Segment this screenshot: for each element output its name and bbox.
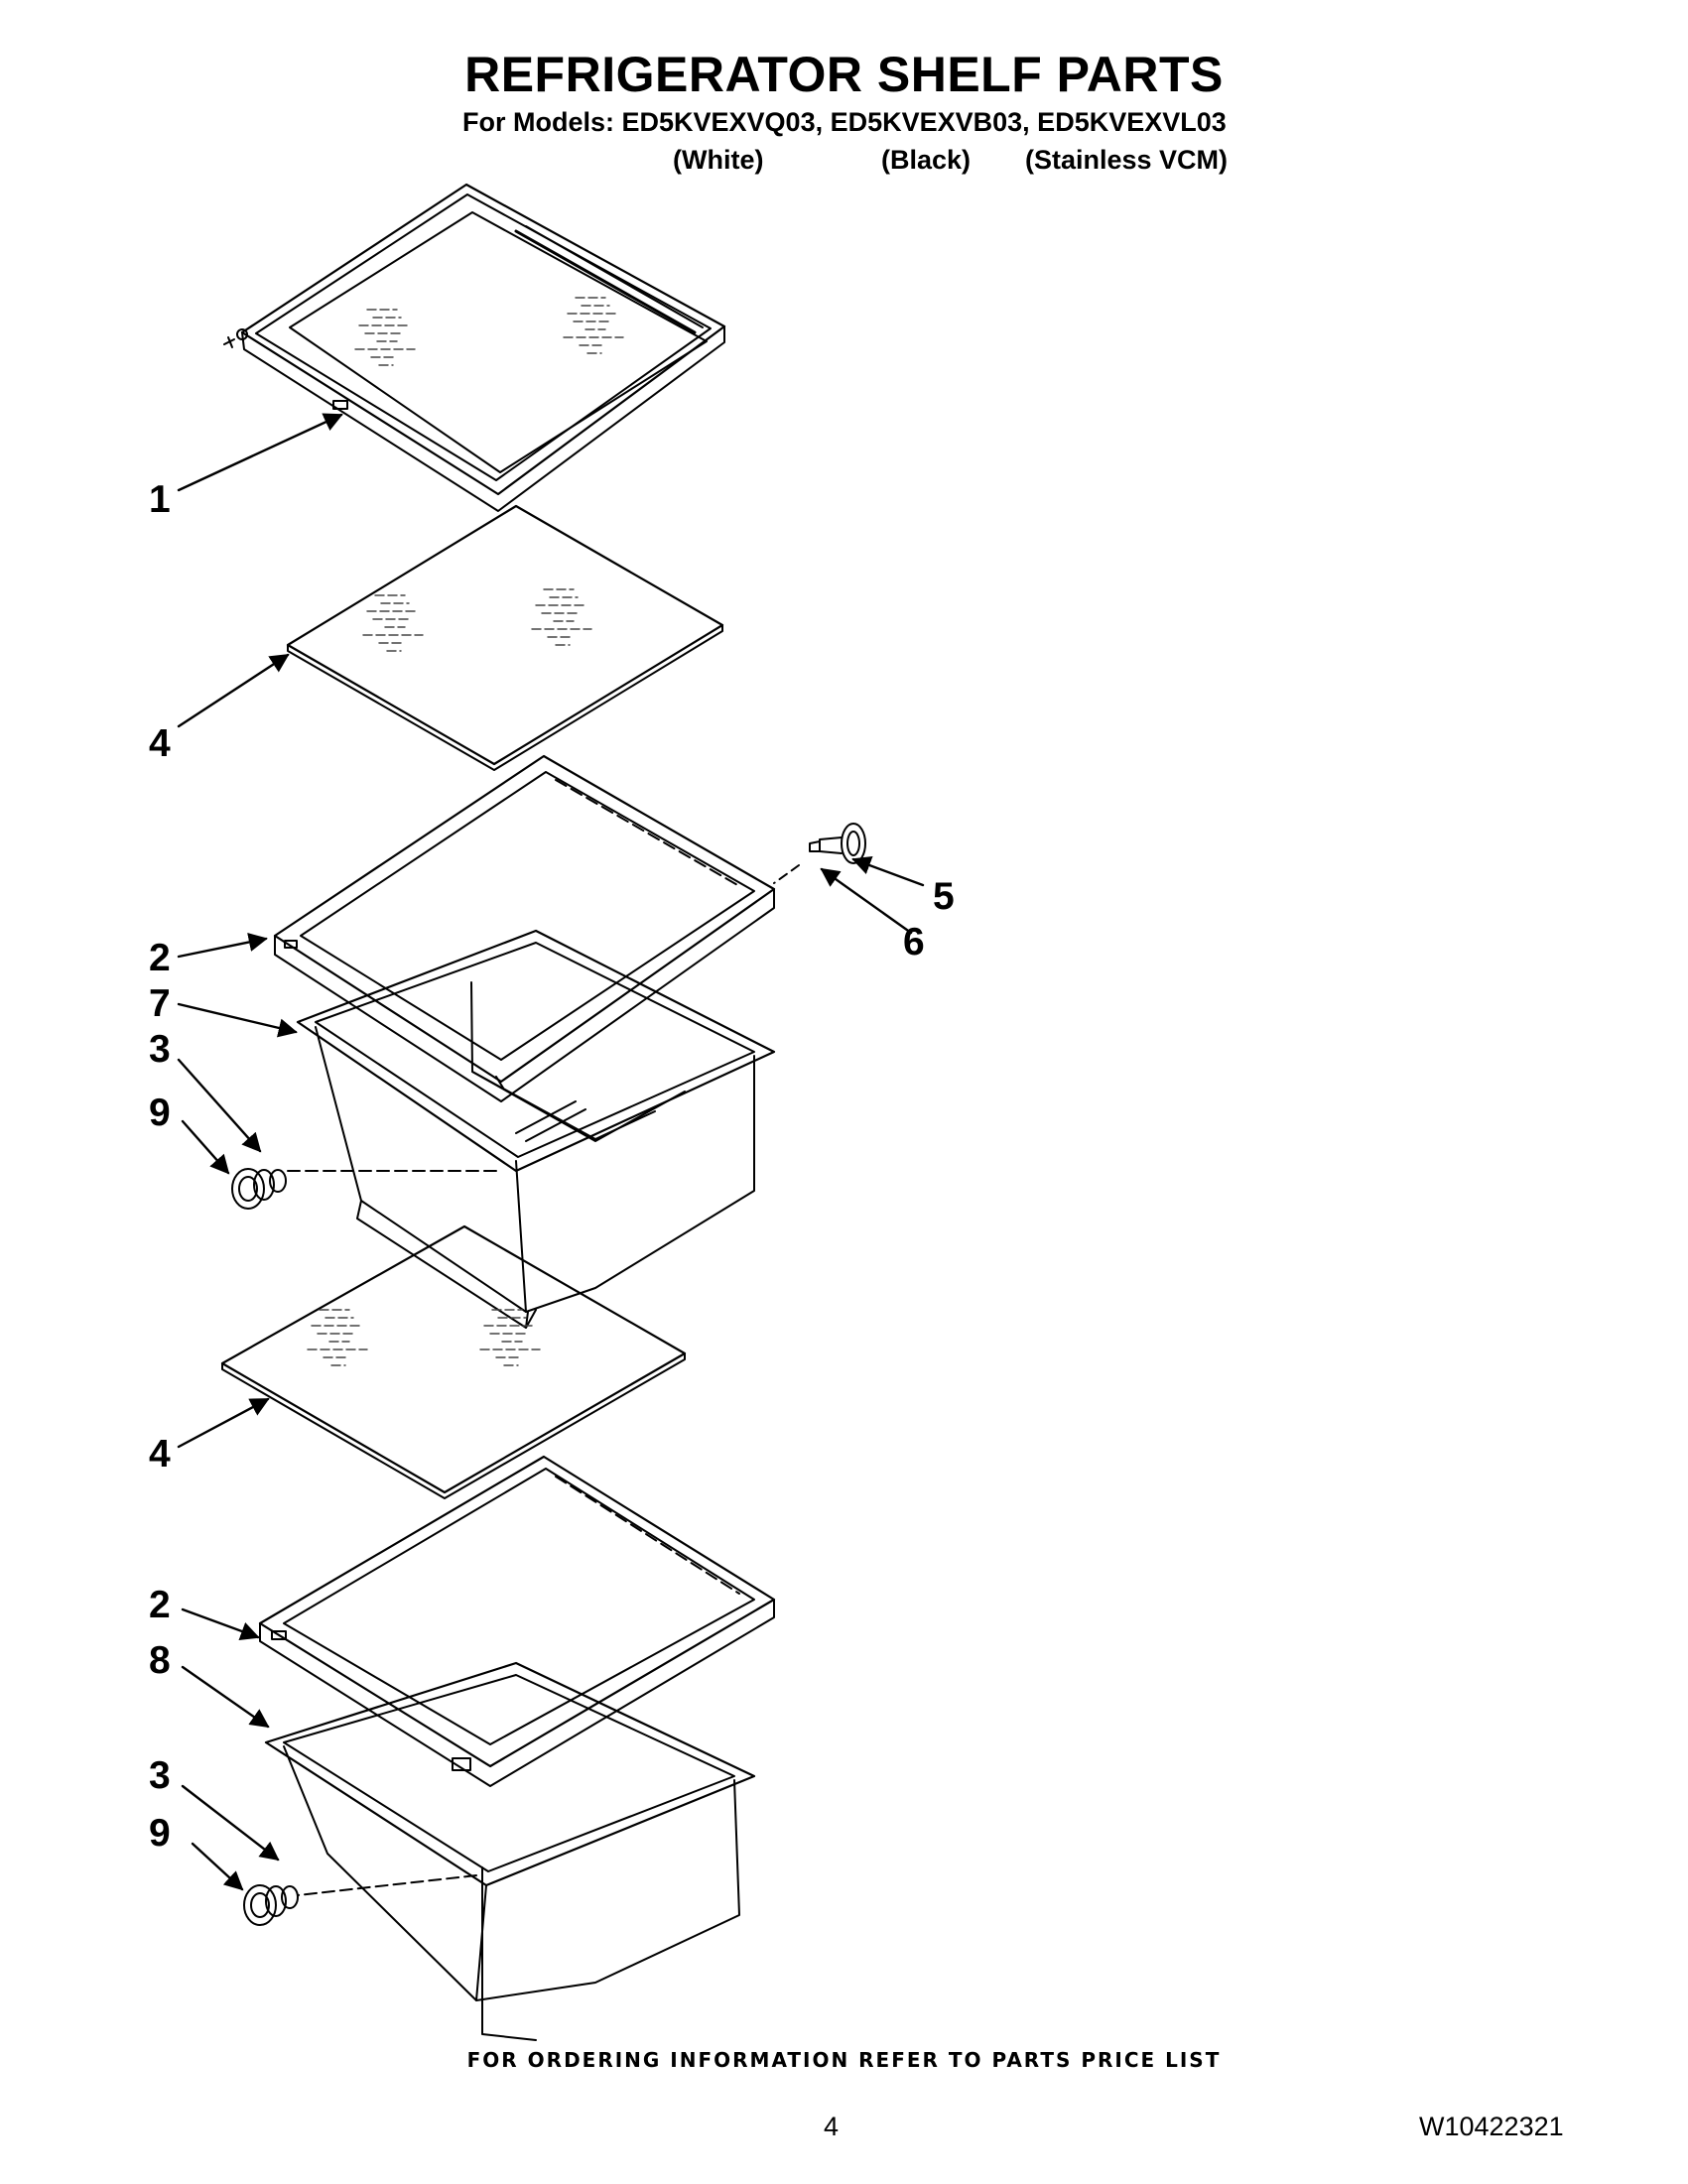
color-stainless: (Stainless VCM)	[1025, 145, 1229, 175]
page-title: REFRIGERATOR SHELF PARTS	[464, 47, 1224, 102]
callout-7: 7	[149, 982, 171, 1025]
part-3-9-roller-lower	[243, 1884, 299, 1926]
models-line: For Models: ED5KVEXVQ03, ED5KVEXVB03, ED…	[462, 107, 1227, 137]
part-3-9-roller-upper	[231, 1168, 287, 1210]
part-4-glass-upper	[286, 504, 724, 771]
ordering-note: FOR ORDERING INFORMATION REFER TO PARTS …	[466, 2048, 1222, 2072]
document-number: W10422321	[1419, 2112, 1564, 2141]
callout-3-lower: 3	[149, 1754, 171, 1797]
color-black: (Black)	[881, 145, 972, 175]
callout-4-lower: 4	[149, 1433, 171, 1476]
part-7-crisper-drawer-upper	[285, 929, 776, 1329]
callout-2: 2	[149, 937, 171, 979]
callout-leaders	[177, 413, 925, 1891]
part-2-cover-frame-upper	[273, 754, 776, 1102]
callout-5: 5	[933, 875, 955, 918]
callout-1: 1	[149, 478, 171, 521]
callout-6: 6	[903, 921, 925, 964]
color-white: (White)	[673, 145, 764, 175]
part-8-crisper-drawer-lower	[264, 1661, 756, 2041]
page-number: 4	[824, 2112, 840, 2141]
part-5-6-bolt	[773, 823, 866, 884]
callout-9: 9	[149, 1092, 171, 1134]
part-2-cover-frame-lower	[258, 1455, 776, 1787]
callout-8: 8	[149, 1639, 171, 1682]
part-4-glass-lower	[220, 1224, 687, 1499]
callout-3: 3	[149, 1028, 171, 1071]
callout-2-lower: 2	[149, 1584, 171, 1626]
part-1-shelf-frame	[223, 183, 726, 512]
callout-9-lower: 9	[149, 1812, 171, 1855]
callout-4: 4	[149, 722, 171, 765]
